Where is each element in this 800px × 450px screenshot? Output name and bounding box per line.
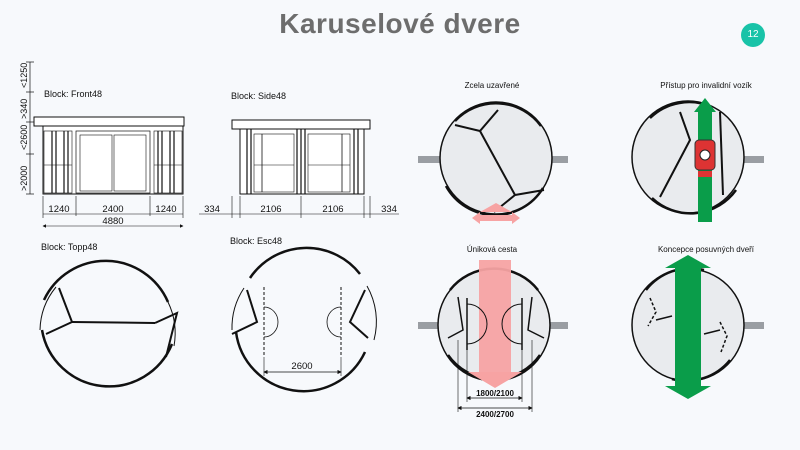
side-elevation: Block: Side48 334 2106 2106 334 [199, 91, 399, 218]
front-width-3: 1240 [155, 204, 176, 215]
wheelchair-diagram: Přístup pro invalidní vozík [631, 81, 764, 222]
front-block-label: Block: Front48 [44, 89, 102, 99]
front-height-dims: <1250 >340 <2600 >2000 [19, 61, 34, 195]
top-plan: Block: Topp48 [39, 242, 179, 388]
front-height-4: >2000 [19, 166, 29, 191]
side-width-1: 334 [204, 204, 220, 215]
front-width-2: 2400 [102, 204, 123, 215]
closed-diagram: Zcela uzavřené [418, 81, 568, 224]
front-total-width: 4880 [102, 216, 123, 227]
side-width-3: 2106 [322, 204, 343, 215]
front-elevation: Block: Front48 <1250 >340 <2600 >2000 [19, 61, 185, 228]
sliding-diagram: Koncepce posuvných dveří [631, 245, 764, 399]
front-height-2: >340 [19, 99, 29, 119]
front-height-1: <1250 [19, 63, 29, 88]
page-number-badge: 12 [741, 23, 765, 47]
esc-block-label: Block: Esc48 [230, 236, 282, 246]
front-height-3: <2600 [19, 125, 29, 150]
closed-caption: Zcela uzavřené [465, 81, 520, 90]
sliding-caption: Koncepce posuvných dveří [658, 245, 755, 254]
esc-width-dim: 2600 [291, 361, 312, 372]
front-width-1: 1240 [48, 204, 69, 215]
side-width-4: 334 [381, 204, 397, 215]
front-width-dims: 1240 2400 1240 4880 [42, 196, 184, 228]
side-block-label: Block: Side48 [231, 91, 286, 101]
top-block-label: Block: Topp48 [41, 242, 97, 252]
escape-dim-inner: 1800/2100 [476, 389, 514, 398]
escape-dim-outer: 2400/2700 [476, 410, 514, 419]
escape-plan: Block: Esc48 2600 [230, 236, 377, 393]
wheelchair-caption: Přístup pro invalidní vozík [660, 81, 753, 90]
side-width-2: 2106 [260, 204, 281, 215]
slide-title: Karuselové dvere [279, 8, 521, 39]
escape-diagram: Úniková cesta 1800/2100 2400/2700 [418, 245, 568, 419]
escape-caption: Úniková cesta [467, 245, 518, 254]
side-width-dims: 334 2106 2106 334 [199, 196, 399, 218]
